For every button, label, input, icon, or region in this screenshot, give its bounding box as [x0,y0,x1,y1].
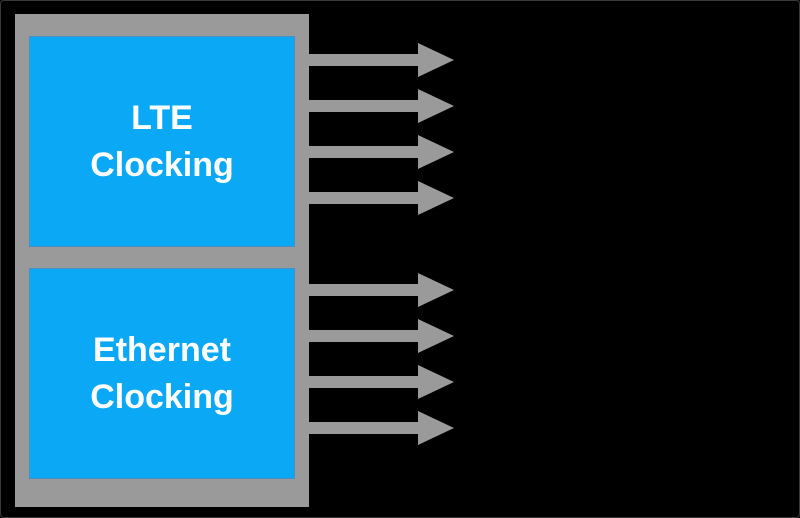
ethernet-output-arrow-2 [309,319,454,353]
clock-chip: LTE Clocking Ethernet Clocking [15,14,309,507]
lte-output-arrow-2 [309,89,454,123]
ethernet-clocking-label: Ethernet Clocking [90,330,234,416]
lte-output-arrow-1 [309,43,454,77]
ethernet-output-arrow-3 [309,365,454,399]
lte-clocking-label: LTE Clocking [90,98,234,184]
lte-clocking-block: LTE Clocking [29,36,295,247]
ethernet-output-arrow-4 [309,411,454,445]
ethernet-clocking-block: Ethernet Clocking [29,268,295,479]
ethernet-output-arrow-1 [309,273,454,307]
lte-output-arrow-3 [309,135,454,169]
lte-output-arrow-4 [309,181,454,215]
